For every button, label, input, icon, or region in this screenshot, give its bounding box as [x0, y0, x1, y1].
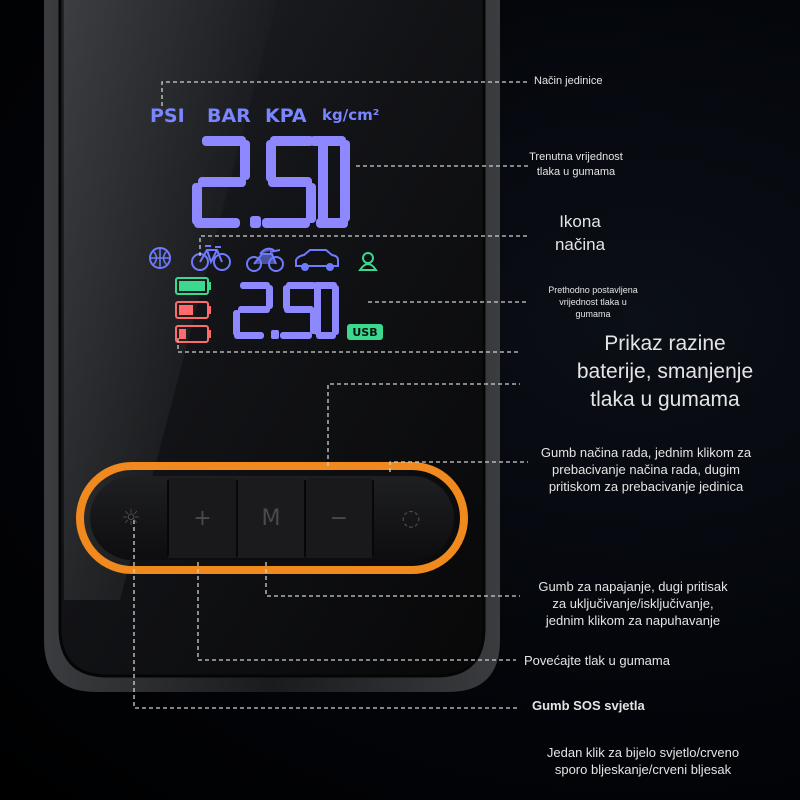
person-icon	[358, 252, 378, 271]
label-battery-display: Prikaz razine baterije, smanjenje tlaka …	[576, 332, 754, 411]
label-mode-button: Gumb načina rada, jednim klikom za preba…	[540, 445, 752, 494]
label-mode-icon: Ikona načina	[554, 212, 606, 254]
label-light-modes: Jedan klik za bijelo svjetlo/crveno spor…	[546, 745, 740, 777]
button-ring	[76, 462, 468, 574]
minus-icon: −	[329, 505, 349, 531]
unit-kpa: KPA	[265, 105, 307, 127]
mode-icons	[149, 245, 378, 272]
current-pressure-digits	[192, 136, 350, 228]
label-current-pressure: Trenutna vrijednost tlaka u gumama	[529, 151, 623, 178]
label-preset-pressure: Prethodno postavljena vrijednost tlaka u…	[548, 285, 638, 319]
label-power-button: Gumb za napajanje, dugi pritisak za uklj…	[538, 579, 728, 628]
increase-button[interactable]: +	[168, 478, 237, 558]
label-unit-mode: Način jedinice	[534, 75, 603, 87]
motorcycle-icon	[246, 247, 284, 272]
mode-label: M	[261, 505, 281, 531]
power-icon: ◌	[401, 505, 421, 531]
preset-pressure-digits	[233, 282, 339, 339]
battery-icons	[175, 277, 211, 343]
sos-light-button[interactable]: ☼	[94, 478, 168, 558]
usb-badge: USB	[347, 324, 383, 340]
unit-bar: BAR	[207, 105, 251, 127]
label-increase-pressure: Povećajte tlak u gumama	[524, 653, 670, 668]
decrease-button[interactable]: −	[305, 478, 373, 558]
unit-kgcm2: kg/cm²	[322, 106, 380, 124]
label-sos-light: Gumb SOS svjetla	[532, 698, 645, 713]
mode-button[interactable]: M	[237, 478, 305, 558]
leader-lines	[133, 81, 528, 709]
sun-icon: ☼	[121, 505, 141, 531]
power-button[interactable]: ◌	[373, 478, 449, 558]
unit-psi: PSI	[150, 105, 185, 127]
plus-icon: +	[193, 505, 212, 531]
car-icon	[295, 249, 339, 271]
